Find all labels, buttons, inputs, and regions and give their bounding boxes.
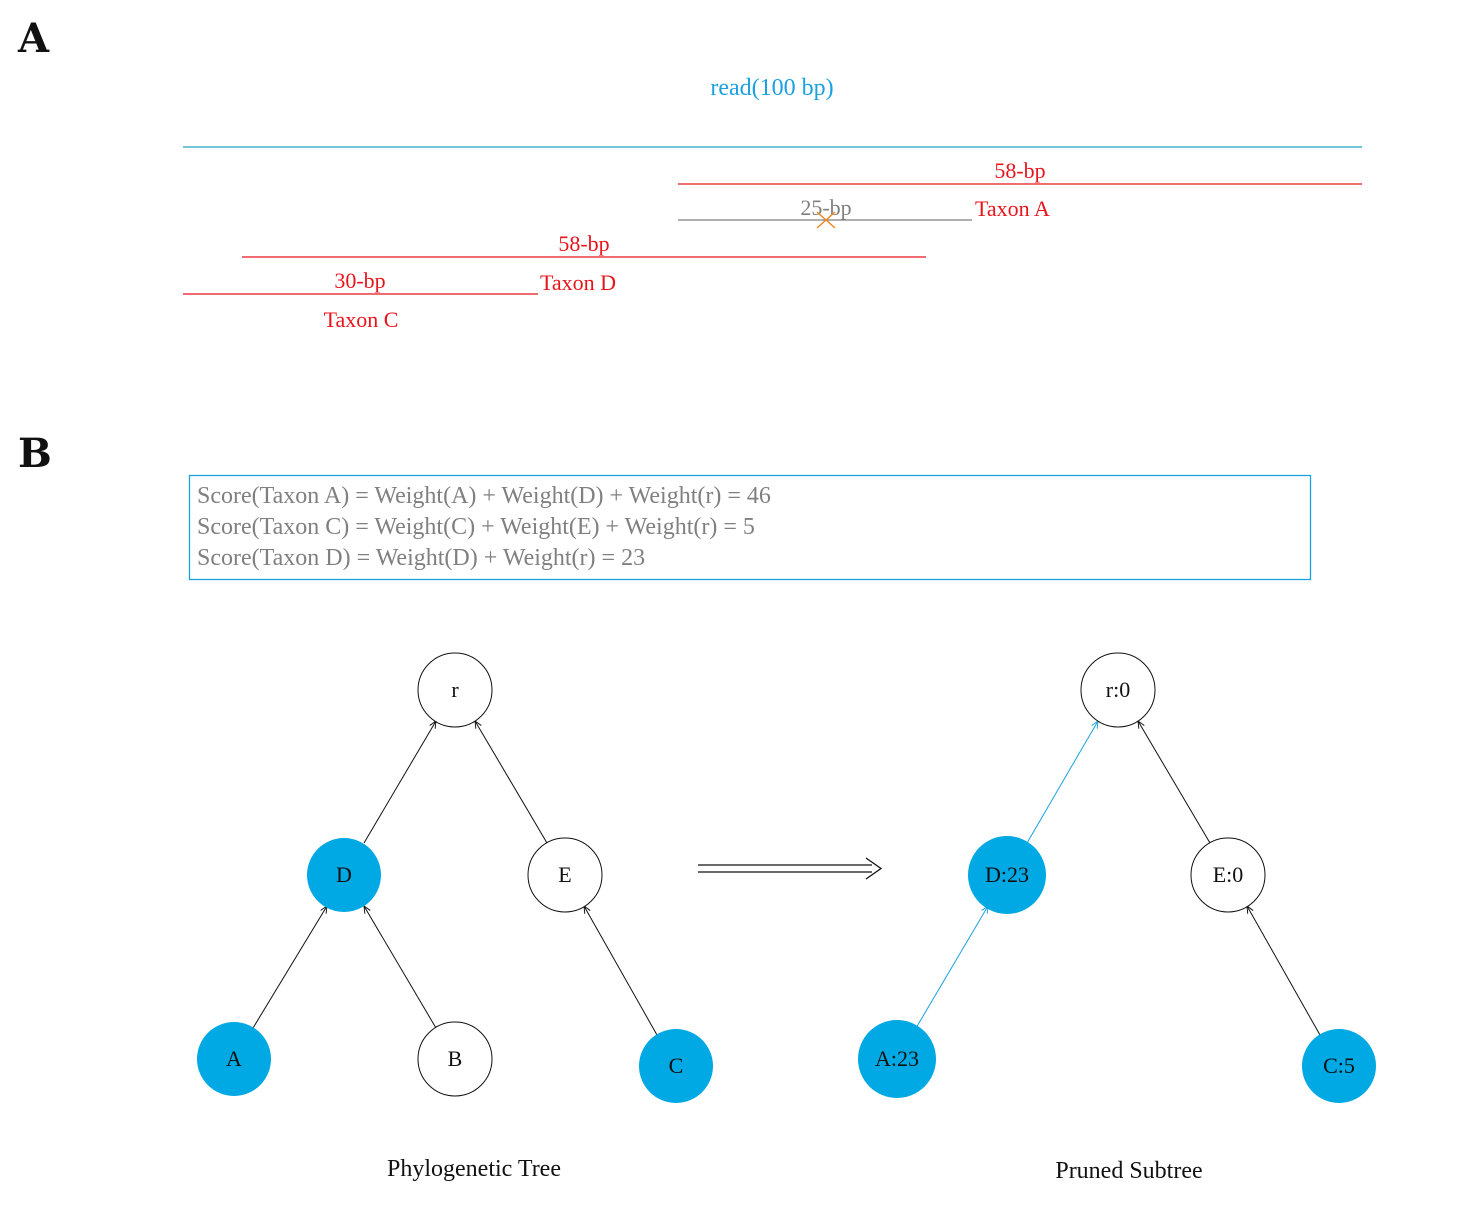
taxon-d-58bp-label: 58-bp [558, 231, 609, 256]
pruned-node-r: r:0 [1080, 652, 1156, 728]
pruned-caption: Pruned Subtree [1055, 1158, 1202, 1184]
svg-text:B: B [448, 1046, 463, 1071]
taxon-a-25bp-label: 25-bp [800, 195, 851, 220]
svg-text:E:0: E:0 [1213, 862, 1244, 887]
svg-text:D: D [336, 862, 352, 887]
pruned-node-d: D:23 [968, 836, 1046, 914]
read-label: read(100 bp) [710, 75, 833, 101]
tree-node-r: r [417, 652, 493, 728]
double-right-arrow-icon [698, 857, 883, 880]
svg-text:A: A [226, 1046, 242, 1071]
pruned-node-c: C:5 [1302, 1029, 1376, 1103]
svg-text:r:0: r:0 [1106, 677, 1130, 702]
tree-node-a: A [197, 1022, 271, 1096]
pruned-node-e: E:0 [1190, 837, 1266, 913]
svg-text:r: r [451, 677, 459, 702]
tree-node-b: B [417, 1021, 493, 1097]
pruned-edges [915, 721, 1321, 1036]
edge-a23-d23 [915, 906, 988, 1029]
taxon-a-name: Taxon A [975, 196, 1050, 221]
pruned-node-a: A:23 [858, 1020, 936, 1098]
edge-d23-r0 [1026, 721, 1098, 844]
panel-a-label: A [17, 15, 50, 62]
svg-text:E: E [558, 862, 571, 887]
edge-e0-r0 [1138, 721, 1211, 844]
tree-caption: Phylogenetic Tree [387, 1156, 561, 1182]
tree-node-c: C [639, 1029, 713, 1103]
edge-c5-e0 [1247, 906, 1321, 1036]
edge-d-r [363, 721, 436, 844]
taxon-c-name: Taxon C [324, 307, 399, 332]
svg-text:C:5: C:5 [1323, 1053, 1355, 1078]
edge-c-e [584, 906, 658, 1036]
svg-text:C: C [669, 1053, 684, 1078]
tree-node-e: E [527, 837, 603, 913]
score-taxon-d: Score(Taxon D) = Weight(D) + Weight(r) =… [197, 545, 645, 571]
taxon-d-name: Taxon D [540, 270, 616, 295]
edge-b-d [364, 906, 437, 1029]
edge-e-r [475, 721, 548, 844]
tree-edges [252, 721, 658, 1036]
panel-b-label: B [18, 430, 52, 477]
score-taxon-c: Score(Taxon C) = Weight(C) + Weight(E) +… [197, 514, 755, 540]
taxon-c-30bp-label: 30-bp [334, 268, 385, 293]
svg-text:D:23: D:23 [985, 862, 1029, 887]
tree-node-d: D [307, 838, 381, 912]
edge-a-d [252, 906, 327, 1029]
mismatch-cross-icon [816, 211, 836, 229]
taxon-a-58bp-label: 58-bp [994, 158, 1045, 183]
score-taxon-a: Score(Taxon A) = Weight(A) + Weight(D) +… [197, 483, 771, 509]
svg-text:A:23: A:23 [875, 1046, 919, 1071]
score-box [188, 474, 1312, 581]
